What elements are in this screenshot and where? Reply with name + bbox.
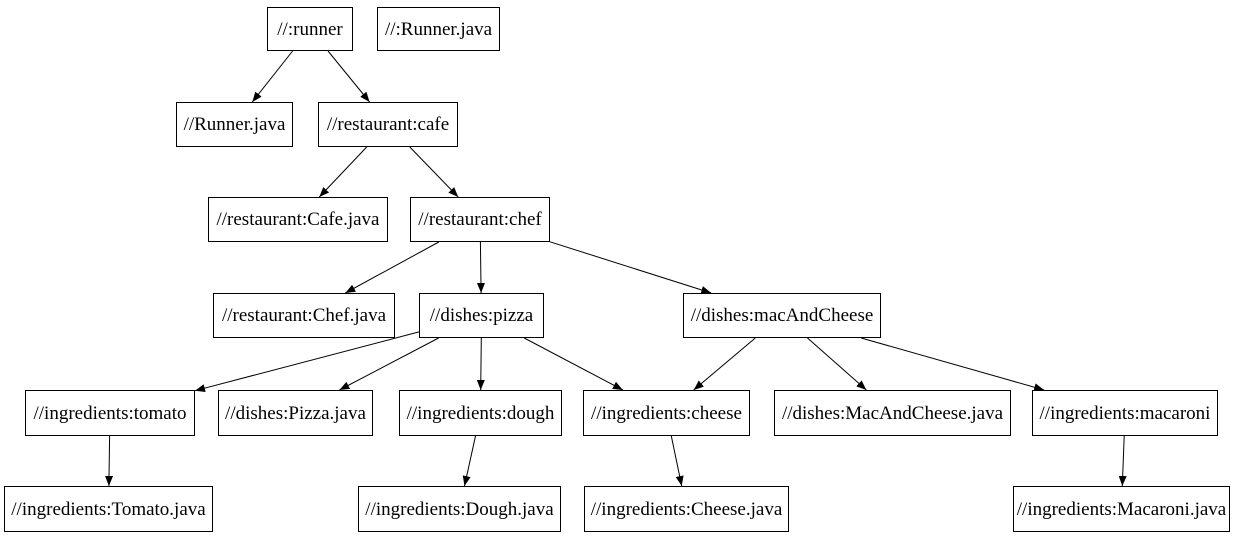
- graph-edge-runner-to-cafe: [327, 50, 370, 103]
- graph-node-label: //restaurant:cafe: [326, 114, 450, 135]
- graph-edge-chef-to-mac-and-cheese: [549, 241, 712, 294]
- graph-node-label: //dishes:MacAndCheese.java: [781, 402, 1004, 424]
- graph-node-label: //Runner.java: [183, 114, 286, 135]
- graph-node-tomato: //ingredients:tomato: [25, 390, 195, 436]
- graph-node-pizza: //dishes:pizza: [419, 293, 544, 338]
- graph-node-dough: //ingredients:dough: [399, 390, 562, 436]
- graph-node-label: //ingredients:Tomato.java: [11, 498, 206, 520]
- graph-node-label: //ingredients:cheese: [591, 402, 742, 424]
- graph-edge-chef-to-chef-java: [345, 241, 440, 294]
- graph-edge-cheese-to-cheese-java: [670, 435, 684, 487]
- graph-edge-tomato-to-tomato-java: [105, 435, 114, 487]
- graph-node-label: //dishes:macAndCheese: [690, 305, 874, 326]
- graph-edge-pizza-to-tomato: [194, 331, 420, 393]
- graph-edge-mac-and-cheese-to-mac-and-cheese-java: [807, 337, 867, 391]
- graph-node-tomato-java: //ingredients:Tomato.java: [4, 486, 213, 532]
- graph-edge-pizza-to-cheese: [523, 337, 624, 391]
- graph-node-label: //restaurant:Chef.java: [221, 305, 387, 326]
- graph-edge-chef-to-pizza: [476, 241, 485, 294]
- graph-node-label: //ingredients:macaroni: [1039, 402, 1211, 424]
- graph-edge-cafe-to-cafe-java: [318, 146, 368, 198]
- graph-node-runner-java: //Runner.java: [176, 102, 293, 147]
- graph-node-macaroni-java: //ingredients:Macaroni.java: [1013, 486, 1230, 532]
- graph-node-label: //dishes:Pizza.java: [225, 402, 366, 424]
- graph-edge-cafe-to-chef: [409, 146, 459, 198]
- graph-edge-pizza-to-dough: [476, 337, 485, 391]
- graph-edge-macaroni-to-macaroni-java: [1118, 435, 1127, 487]
- graph-node-label: //ingredients:Cheese.java: [590, 498, 783, 520]
- graph-node-cafe: //restaurant:cafe: [318, 102, 458, 147]
- graph-node-label: //ingredients:tomato: [33, 402, 187, 424]
- graph-node-chef-java: //restaurant:Chef.java: [213, 293, 395, 338]
- graph-edge-runner-to-runner-java: [251, 50, 293, 103]
- graph-node-dough-java: //ingredients:Dough.java: [358, 486, 561, 532]
- graph-node-label: //ingredients:dough: [406, 402, 555, 424]
- graph-node-chef: //restaurant:chef: [410, 197, 550, 242]
- graph-node-label: //restaurant:Cafe.java: [216, 209, 380, 230]
- graph-node-pizza-java: //dishes:Pizza.java: [218, 390, 373, 436]
- graph-node-cheese: //ingredients:cheese: [583, 390, 750, 436]
- graph-node-mac-and-cheese: //dishes:macAndCheese: [683, 293, 881, 338]
- graph-node-runner-src: //:Runner.java: [377, 7, 500, 51]
- graph-edge-pizza-to-pizza-java: [339, 337, 439, 391]
- graph-node-macaroni: //ingredients:macaroni: [1032, 390, 1218, 436]
- graph-node-label: //dishes:pizza: [429, 305, 534, 326]
- graph-node-runner: //:runner: [267, 7, 353, 51]
- graph-node-cafe-java: //restaurant:Cafe.java: [208, 197, 388, 242]
- graph-edge-mac-and-cheese-to-macaroni: [861, 337, 1045, 392]
- graph-node-label: //ingredients:Macaroni.java: [1016, 498, 1227, 520]
- graph-node-label: //:Runner.java: [384, 18, 493, 40]
- graph-node-label: //ingredients:Dough.java: [365, 498, 554, 520]
- graph-node-mac-and-cheese-java: //dishes:MacAndCheese.java: [774, 390, 1011, 436]
- graph-node-label: //restaurant:chef: [418, 209, 542, 230]
- graph-node-cheese-java: //ingredients:Cheese.java: [584, 486, 789, 532]
- graph-edge-dough-to-dough-java: [462, 435, 476, 487]
- graph-edge-mac-and-cheese-to-cheese: [693, 337, 756, 391]
- graph-node-label: //:runner: [277, 18, 343, 40]
